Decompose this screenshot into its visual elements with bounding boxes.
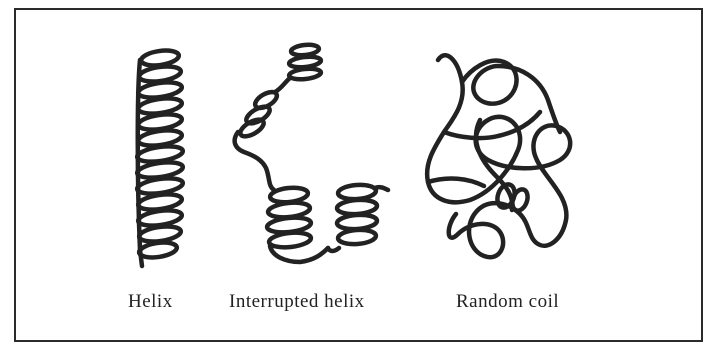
random-coil-label: Random coil bbox=[456, 291, 559, 313]
helix-label: Helix bbox=[128, 291, 173, 313]
interrupted-helix-coil bbox=[235, 44, 388, 262]
random-coil bbox=[427, 55, 570, 257]
helix-coil bbox=[136, 48, 184, 266]
interrupted-helix-label: Interrupted helix bbox=[229, 291, 365, 313]
